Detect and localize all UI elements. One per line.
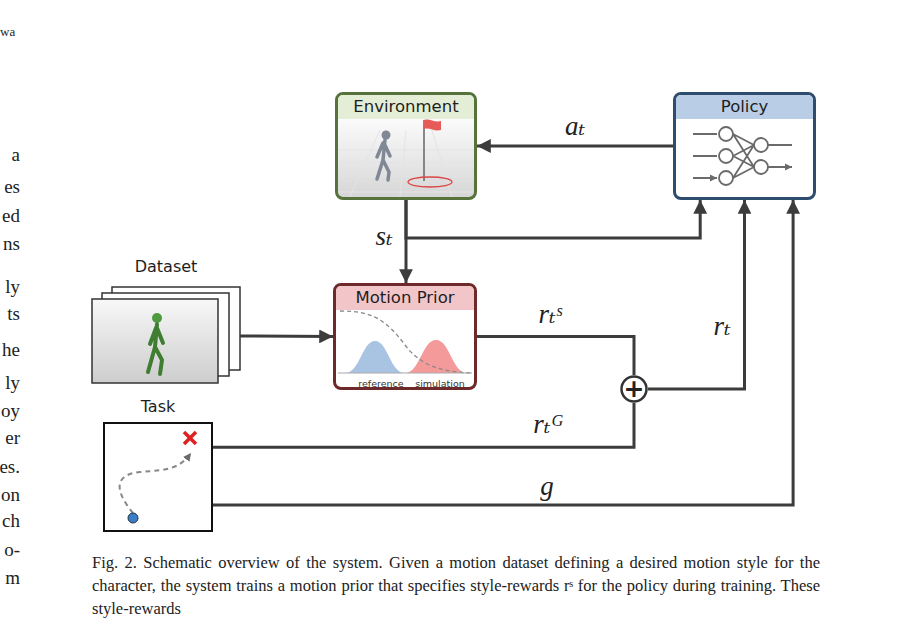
margin-text: ch <box>2 510 20 532</box>
margin-text: ns <box>3 233 20 255</box>
figure-caption: Fig. 2. Schematic overview of the system… <box>92 551 820 620</box>
neuron <box>719 127 733 141</box>
margin-text: o- <box>4 539 20 561</box>
dataset-frames <box>92 287 240 383</box>
edge-label: rₜᴳ <box>533 408 562 440</box>
edge-label: rₜ <box>713 310 730 342</box>
floor-grid <box>338 130 474 197</box>
neural-network-icon <box>693 127 792 185</box>
flag-pole <box>423 120 425 181</box>
edge-label: sₜ <box>375 220 392 252</box>
path-sketch <box>120 453 191 513</box>
policy-box: Policy <box>673 92 816 200</box>
simulation-curve <box>405 340 467 373</box>
neuron <box>754 138 768 152</box>
plot-baseline <box>338 373 472 374</box>
character-head <box>382 131 391 140</box>
connector <box>648 200 745 389</box>
box-title: Motion Prior <box>336 286 474 310</box>
box-heading: Dataset <box>72 257 260 276</box>
flag <box>424 120 441 131</box>
axis-label: simulation <box>415 378 465 389</box>
floor <box>338 119 474 197</box>
reference-curve <box>345 341 405 373</box>
discriminator-curve <box>340 311 472 373</box>
input-arrows <box>693 134 717 178</box>
character-body <box>148 324 163 374</box>
margin-text: ed <box>2 205 20 227</box>
connector <box>477 145 673 148</box>
margin-text: m <box>5 567 20 589</box>
connector <box>240 335 333 339</box>
neuron <box>719 149 733 163</box>
margin-text: er <box>5 427 20 449</box>
margin-text: ly <box>5 276 20 298</box>
start-dot <box>128 513 138 523</box>
sum-node: + <box>620 375 648 403</box>
margin-text: on <box>1 484 20 506</box>
box-title: Policy <box>676 95 813 119</box>
box-title: Environment <box>338 95 474 119</box>
sum-symbol: + <box>620 375 648 403</box>
box-heading: Task <box>85 397 231 416</box>
edge-label: g <box>540 471 554 502</box>
dataset-stack: Dataset <box>92 287 240 383</box>
character-body <box>377 140 390 180</box>
margin-text: oy <box>1 400 20 422</box>
goal-cross <box>184 432 196 444</box>
neuron <box>754 160 768 174</box>
connector <box>477 337 634 376</box>
margin-text: a <box>12 144 20 166</box>
environment-scene <box>338 119 474 197</box>
connector <box>213 200 793 505</box>
edge-label: aₜ <box>565 110 585 142</box>
output-arrows <box>768 145 792 167</box>
target-ring <box>408 177 452 187</box>
margin-text: ly <box>5 372 20 394</box>
network-links <box>733 134 754 178</box>
margin-text: he <box>2 339 20 361</box>
neuron <box>719 171 733 185</box>
character-head <box>152 313 162 323</box>
axis-label: reference <box>358 378 403 389</box>
frame <box>92 299 218 383</box>
environment-box: Environment <box>335 92 477 200</box>
margin-text: ts <box>7 303 20 325</box>
task-sketch <box>120 432 196 523</box>
margin-text: wa <box>0 24 15 40</box>
connector <box>406 200 700 238</box>
motion-prior-box: Motion Prior reference simulation <box>333 283 477 390</box>
margin-text: es. <box>0 456 20 478</box>
connector <box>213 403 634 447</box>
task-box: Task <box>103 422 213 532</box>
distribution-plot <box>338 311 472 373</box>
edge-label: rₜˢ <box>539 298 562 330</box>
margin-text: es <box>4 176 20 198</box>
